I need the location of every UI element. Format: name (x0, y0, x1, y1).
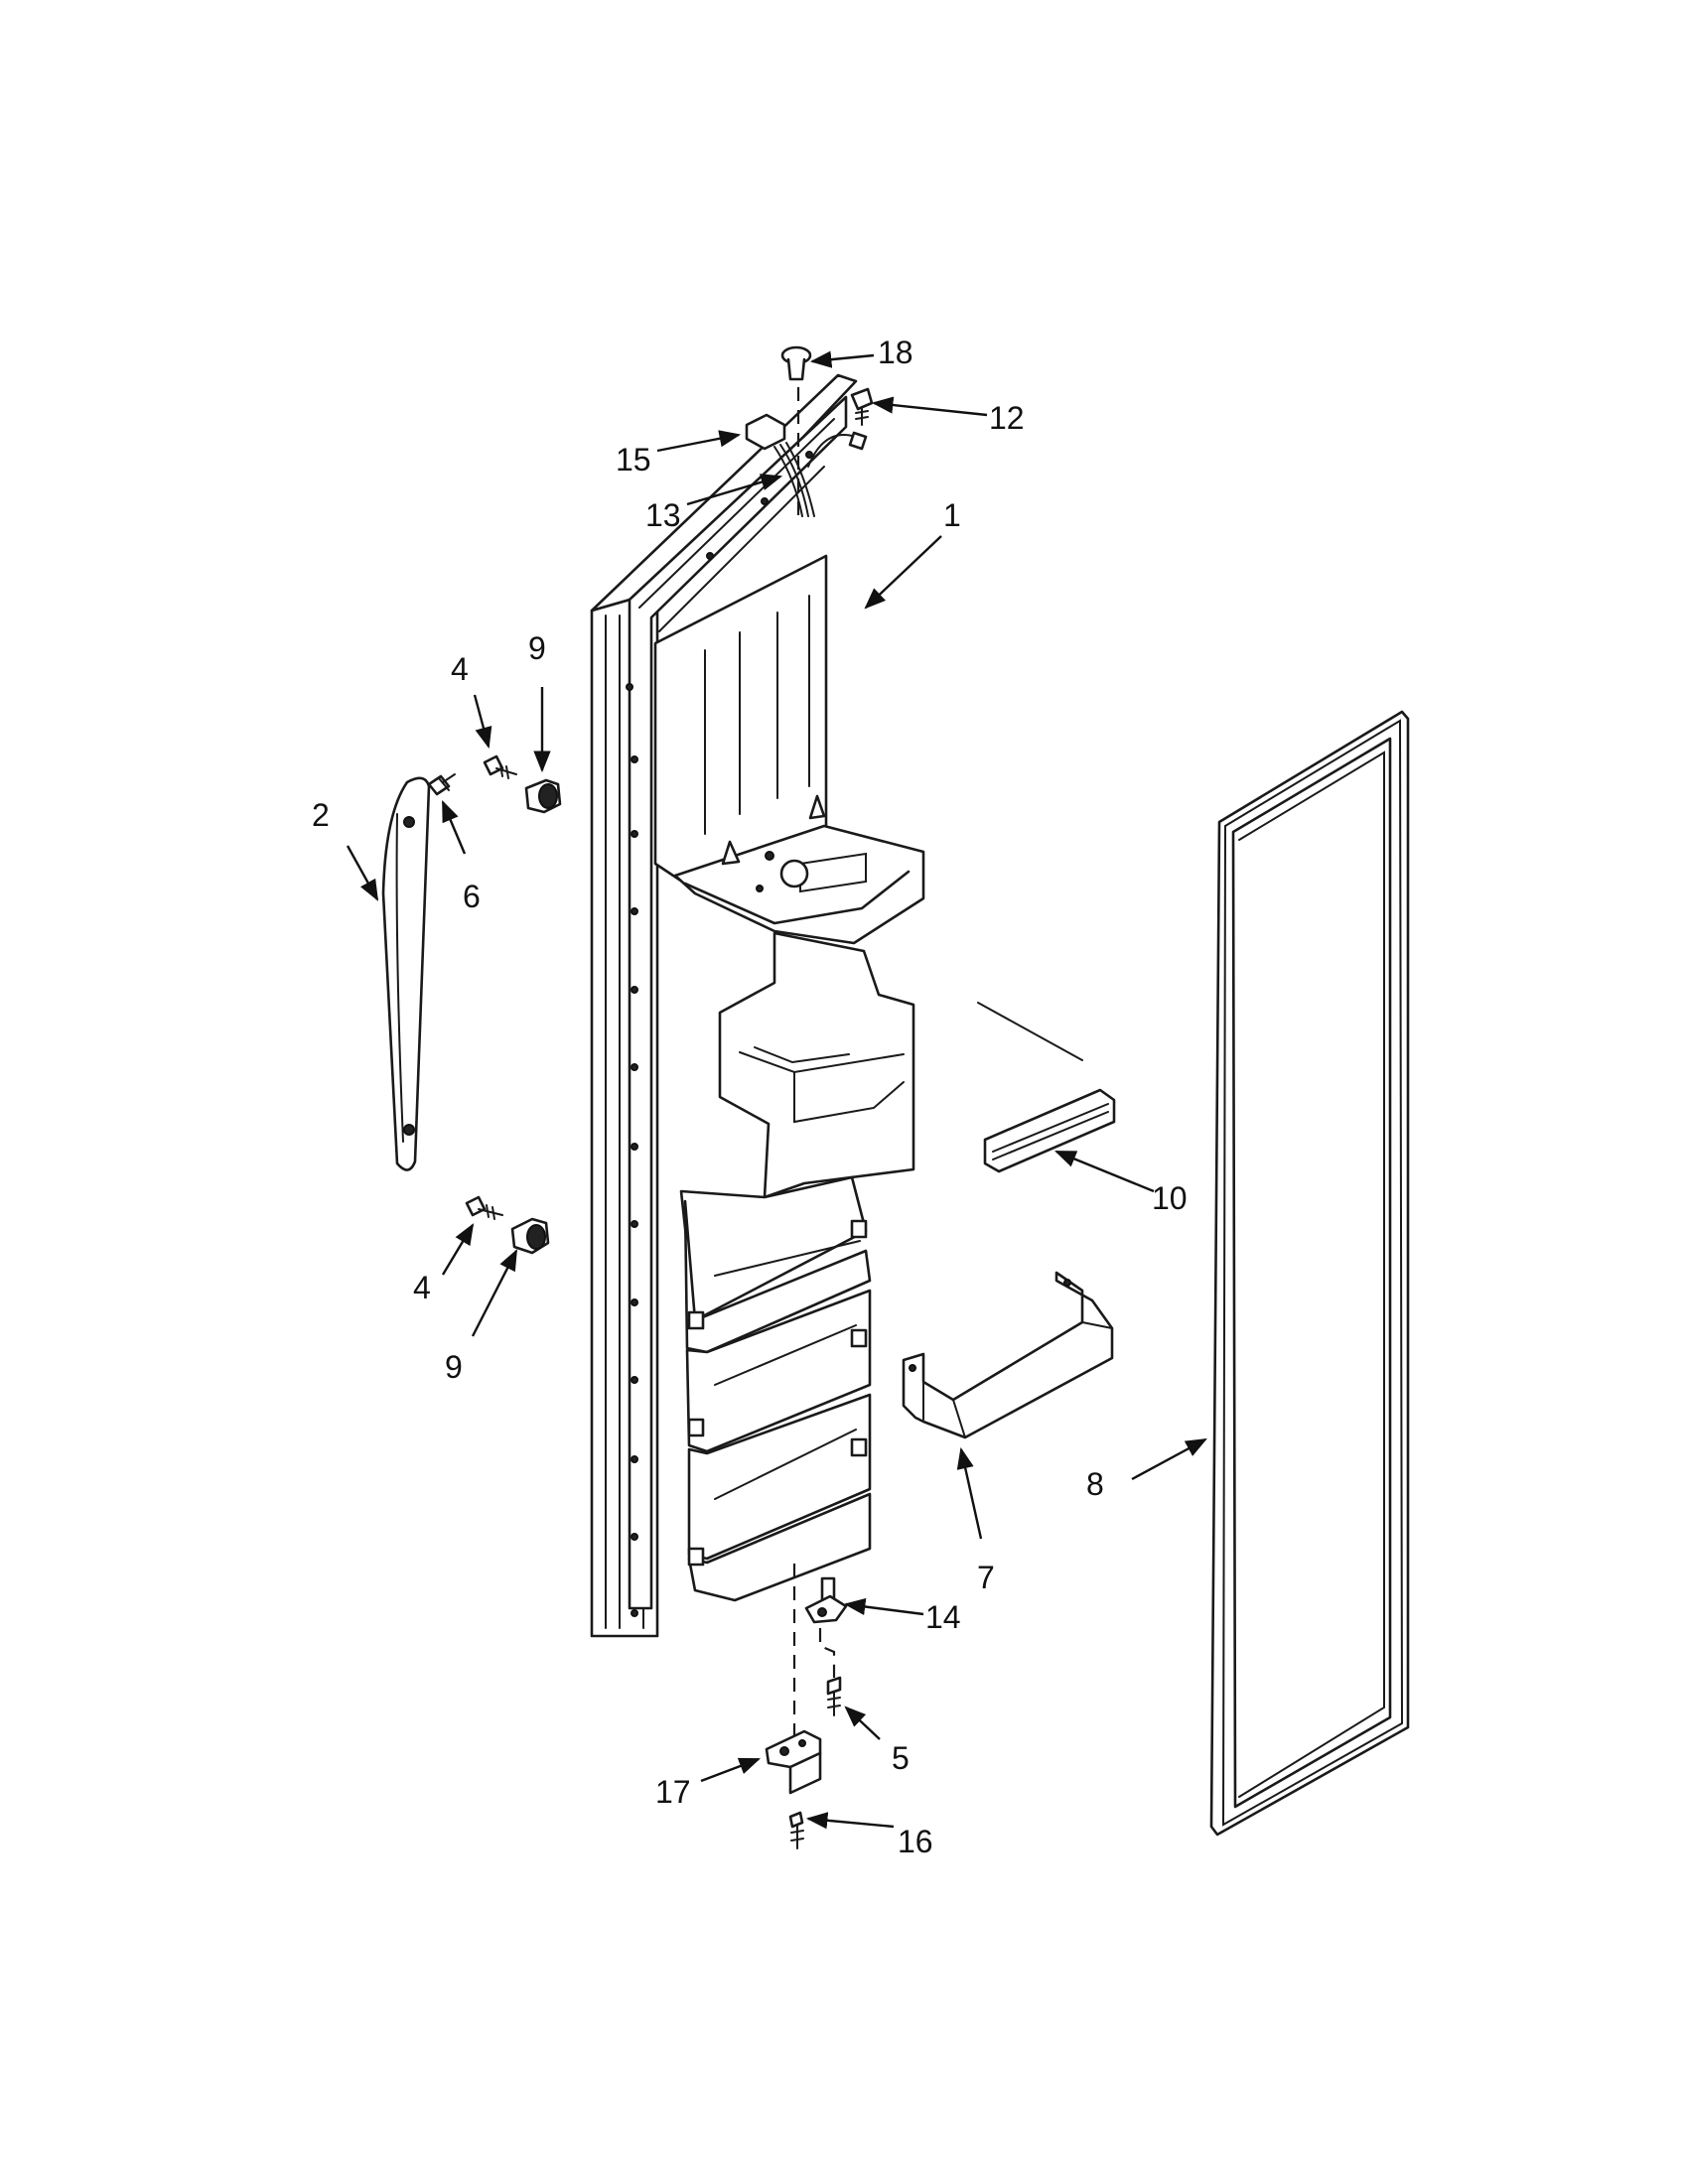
callout-18: 18 (878, 335, 913, 370)
callout-4-upper: 4 (451, 651, 469, 687)
callout-12: 12 (989, 400, 1025, 436)
hinge-bushing-14 (804, 1576, 848, 1624)
hinge-cap (780, 345, 812, 381)
spacer-9-upper (524, 778, 562, 814)
bottom-hinge-17 (765, 1729, 822, 1795)
screw-16 (788, 1811, 804, 1849)
screw-4-lower (465, 1195, 503, 1220)
callout-2: 2 (312, 797, 330, 833)
door-gasket (1209, 710, 1410, 1837)
callout-9-lower: 9 (445, 1349, 463, 1385)
callout-9-upper: 9 (528, 630, 546, 666)
callout-8: 8 (1086, 1466, 1104, 1502)
trim-strip (977, 1002, 1116, 1173)
wiring-harness (745, 413, 868, 517)
callout-16: 16 (898, 1824, 933, 1859)
spacer-9-lower (510, 1217, 550, 1255)
callout-17: 17 (655, 1774, 691, 1810)
door-panel (590, 373, 925, 1638)
door-edge-screws (626, 451, 813, 1617)
screw-5 (826, 1676, 842, 1716)
callout-14: 14 (925, 1599, 961, 1635)
callout-13: 13 (645, 497, 681, 533)
callout-5: 5 (892, 1740, 910, 1776)
screw-6 (427, 773, 456, 796)
callout-4-lower: 4 (413, 1270, 431, 1305)
door-shelf-bin (902, 1271, 1114, 1439)
callout-10: 10 (1152, 1180, 1188, 1216)
callout-1: 1 (943, 497, 961, 533)
screw-12 (850, 387, 874, 426)
door-handle (381, 776, 431, 1171)
callout-6: 6 (463, 879, 481, 914)
screw-4-upper (483, 754, 517, 779)
callout-7: 7 (977, 1560, 995, 1595)
callout-15: 15 (616, 442, 651, 478)
leader-lines (346, 350, 1207, 1830)
callout-labels: 1 2 4 4 5 6 7 8 9 9 10 12 13 14 15 16 17… (312, 335, 1188, 1859)
